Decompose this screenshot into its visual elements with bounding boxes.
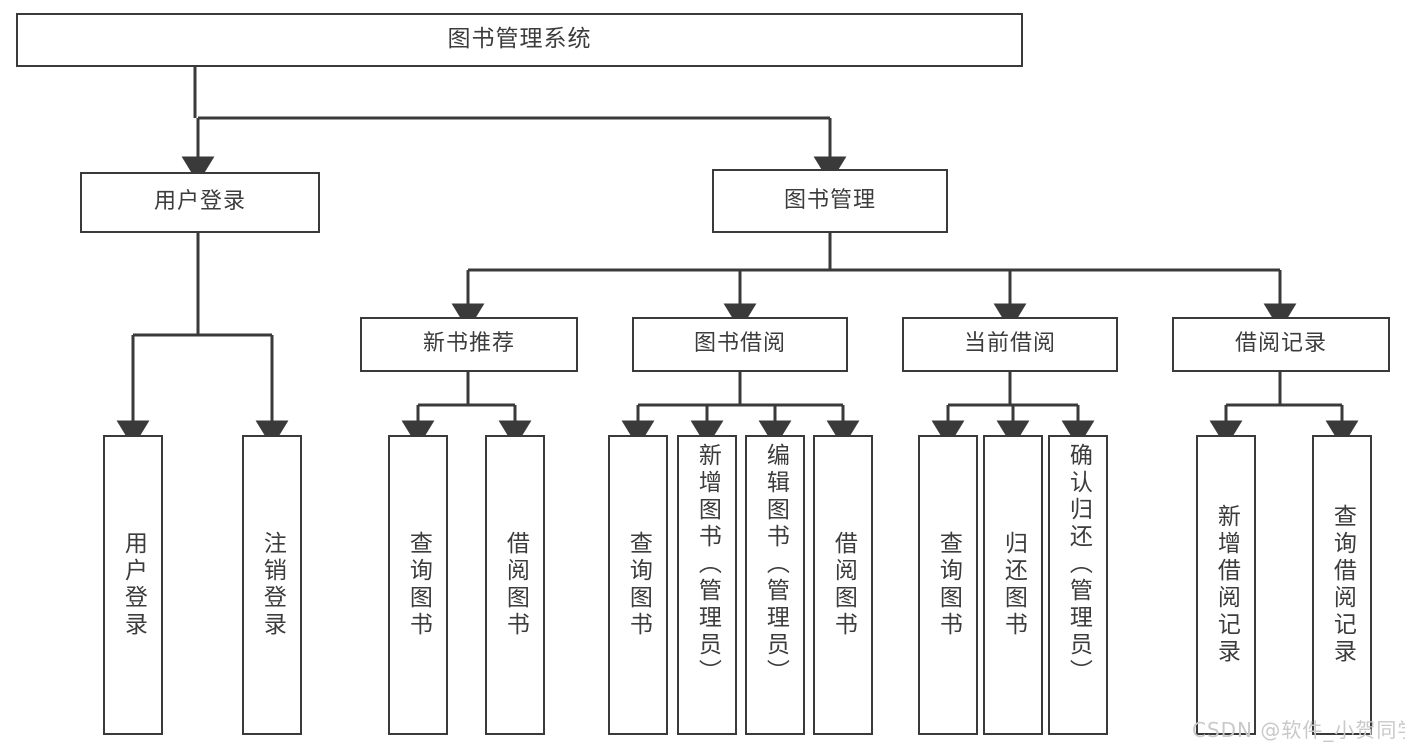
node-label: 借阅图书	[502, 531, 529, 639]
node-label: 确认归还（管理员）	[1065, 443, 1092, 686]
node-root-system[interactable]: 图书管理系统	[16, 13, 1023, 67]
leaf-record-query-record[interactable]: 查询借阅记录	[1312, 435, 1372, 735]
node-label: 图书借阅	[693, 331, 786, 357]
leaf-recommend-borrow-book[interactable]: 借阅图书	[485, 435, 545, 735]
node-label: 用户登录	[153, 189, 246, 215]
node-user-login[interactable]: 用户登录	[80, 172, 320, 233]
node-label: 归还图书	[1000, 531, 1027, 639]
leaf-borrow-query-book[interactable]: 查询图书	[608, 435, 668, 735]
node-label: 当前借阅	[963, 331, 1056, 357]
csdn-watermark: CSDN @软件_小贺同学	[1192, 718, 1405, 742]
node-label: 查询图书	[625, 531, 652, 639]
leaf-user-login-login[interactable]: 用户登录	[103, 435, 163, 735]
node-label: 图书管理系统	[447, 26, 592, 53]
leaf-current-query-book[interactable]: 查询图书	[918, 435, 978, 735]
node-label: 新增图书（管理员）	[694, 443, 721, 686]
node-label: 编辑图书（管理员）	[762, 443, 789, 686]
node-current-borrow[interactable]: 当前借阅	[902, 317, 1118, 372]
node-label: 查询借阅记录	[1329, 504, 1356, 666]
node-book-borrow[interactable]: 图书借阅	[632, 317, 848, 372]
node-new-book-recommend[interactable]: 新书推荐	[360, 317, 578, 372]
leaf-current-confirm-return-admin[interactable]: 确认归还（管理员）	[1048, 435, 1108, 735]
leaf-recommend-query-book[interactable]: 查询图书	[388, 435, 448, 735]
node-label: 新书推荐	[422, 331, 515, 357]
leaf-borrow-add-book-admin[interactable]: 新增图书（管理员）	[677, 435, 737, 735]
leaf-user-login-logout[interactable]: 注销登录	[242, 435, 302, 735]
leaf-borrow-borrow-book[interactable]: 借阅图书	[813, 435, 873, 735]
node-book-management[interactable]: 图书管理	[712, 169, 948, 233]
leaf-record-add-record[interactable]: 新增借阅记录	[1196, 435, 1256, 735]
node-label: 图书管理	[783, 187, 876, 213]
node-label: 用户登录	[120, 531, 147, 639]
node-label: 查询图书	[405, 531, 432, 639]
node-label: 新增借阅记录	[1213, 504, 1240, 666]
node-borrow-record[interactable]: 借阅记录	[1172, 317, 1390, 372]
leaf-borrow-edit-book-admin[interactable]: 编辑图书（管理员）	[745, 435, 805, 735]
node-label: 注销登录	[259, 531, 286, 639]
node-label: 借阅记录	[1234, 331, 1327, 357]
leaf-current-return-book[interactable]: 归还图书	[983, 435, 1043, 735]
node-label: 查询图书	[935, 531, 962, 639]
node-label: 借阅图书	[830, 531, 857, 639]
